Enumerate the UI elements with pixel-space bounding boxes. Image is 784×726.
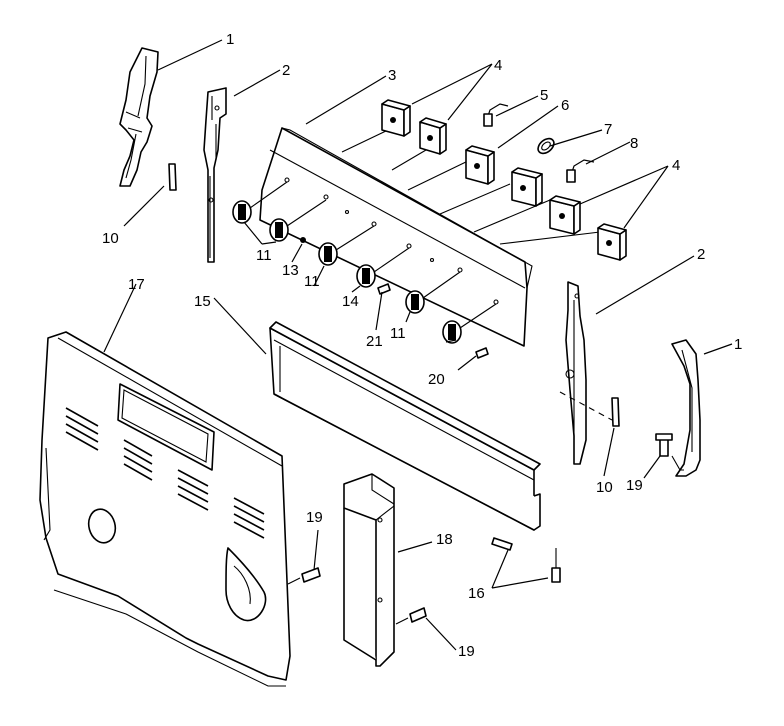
screw-19-right bbox=[655, 433, 684, 471]
screw-13 bbox=[300, 237, 306, 243]
callout-11-a: 11 bbox=[256, 247, 272, 264]
callout-3: 3 bbox=[388, 67, 396, 84]
callout-labels: 1 2 3 4 5 6 7 8 4 2 1 10 11 13 11 14 21 … bbox=[102, 31, 742, 660]
vent-slots bbox=[65, 407, 265, 539]
callout-11-b: 11 bbox=[304, 273, 320, 290]
callout-14: 14 bbox=[342, 293, 359, 310]
manifold-panel bbox=[269, 321, 541, 531]
callout-4-top: 4 bbox=[494, 57, 502, 74]
callout-10-right: 10 bbox=[596, 479, 613, 496]
callout-19-mid: 19 bbox=[306, 509, 323, 526]
callout-15: 15 bbox=[194, 293, 211, 310]
callout-17: 17 bbox=[128, 276, 145, 293]
leader-lines bbox=[103, 39, 733, 651]
side-bracket-left bbox=[203, 87, 227, 263]
switch-6 bbox=[465, 145, 495, 185]
wire-lead bbox=[483, 103, 509, 127]
callout-19-bottom: 19 bbox=[458, 643, 475, 660]
callout-19-right: 19 bbox=[626, 477, 643, 494]
callout-20: 20 bbox=[428, 371, 445, 388]
control-panel bbox=[259, 127, 533, 347]
callout-16: 16 bbox=[468, 585, 485, 602]
clip-left bbox=[168, 163, 177, 191]
knob-2 bbox=[269, 218, 289, 242]
callout-1-top: 1 bbox=[226, 31, 234, 48]
switch-7 bbox=[511, 167, 543, 207]
end-cap-left bbox=[119, 47, 159, 187]
end-cap-right bbox=[671, 339, 701, 477]
callout-13: 13 bbox=[282, 262, 299, 279]
switch-right-1 bbox=[549, 195, 581, 235]
knob-6 bbox=[442, 320, 462, 344]
callout-11-c: 11 bbox=[390, 325, 406, 342]
callout-2-top: 2 bbox=[282, 62, 290, 79]
screw-20 bbox=[475, 347, 489, 359]
screw-16-left bbox=[491, 537, 513, 551]
screw-19-mid bbox=[287, 567, 321, 585]
knob-1 bbox=[232, 200, 252, 224]
knob-4 bbox=[356, 264, 376, 288]
clip-right bbox=[559, 391, 620, 427]
wire-lead-8 bbox=[566, 159, 595, 183]
side-bracket-right bbox=[565, 281, 587, 465]
screw-21 bbox=[377, 283, 391, 295]
callout-6: 6 bbox=[561, 97, 569, 114]
callout-8: 8 bbox=[630, 135, 638, 152]
knob-shaft-lines bbox=[249, 181, 497, 329]
knob-3 bbox=[318, 242, 338, 266]
knob-5 bbox=[405, 290, 425, 314]
screw-19-bottom bbox=[395, 607, 427, 625]
callout-2-right: 2 bbox=[697, 246, 705, 263]
callout-21: 21 bbox=[366, 333, 383, 350]
grommet-ring bbox=[537, 137, 555, 155]
callout-18: 18 bbox=[436, 531, 453, 548]
center-support bbox=[343, 473, 395, 667]
switch-top-2 bbox=[419, 117, 447, 155]
switch-connector-lines bbox=[341, 129, 601, 245]
screw-16-right bbox=[551, 548, 561, 583]
switch-top-1 bbox=[381, 99, 411, 137]
callout-10-left: 10 bbox=[102, 230, 119, 247]
callout-5: 5 bbox=[540, 87, 548, 104]
callout-7: 7 bbox=[604, 121, 612, 138]
callout-4-right: 4 bbox=[672, 157, 680, 174]
callout-1-right: 1 bbox=[734, 336, 742, 353]
back-panel bbox=[39, 331, 291, 687]
switch-right-2 bbox=[597, 223, 627, 261]
